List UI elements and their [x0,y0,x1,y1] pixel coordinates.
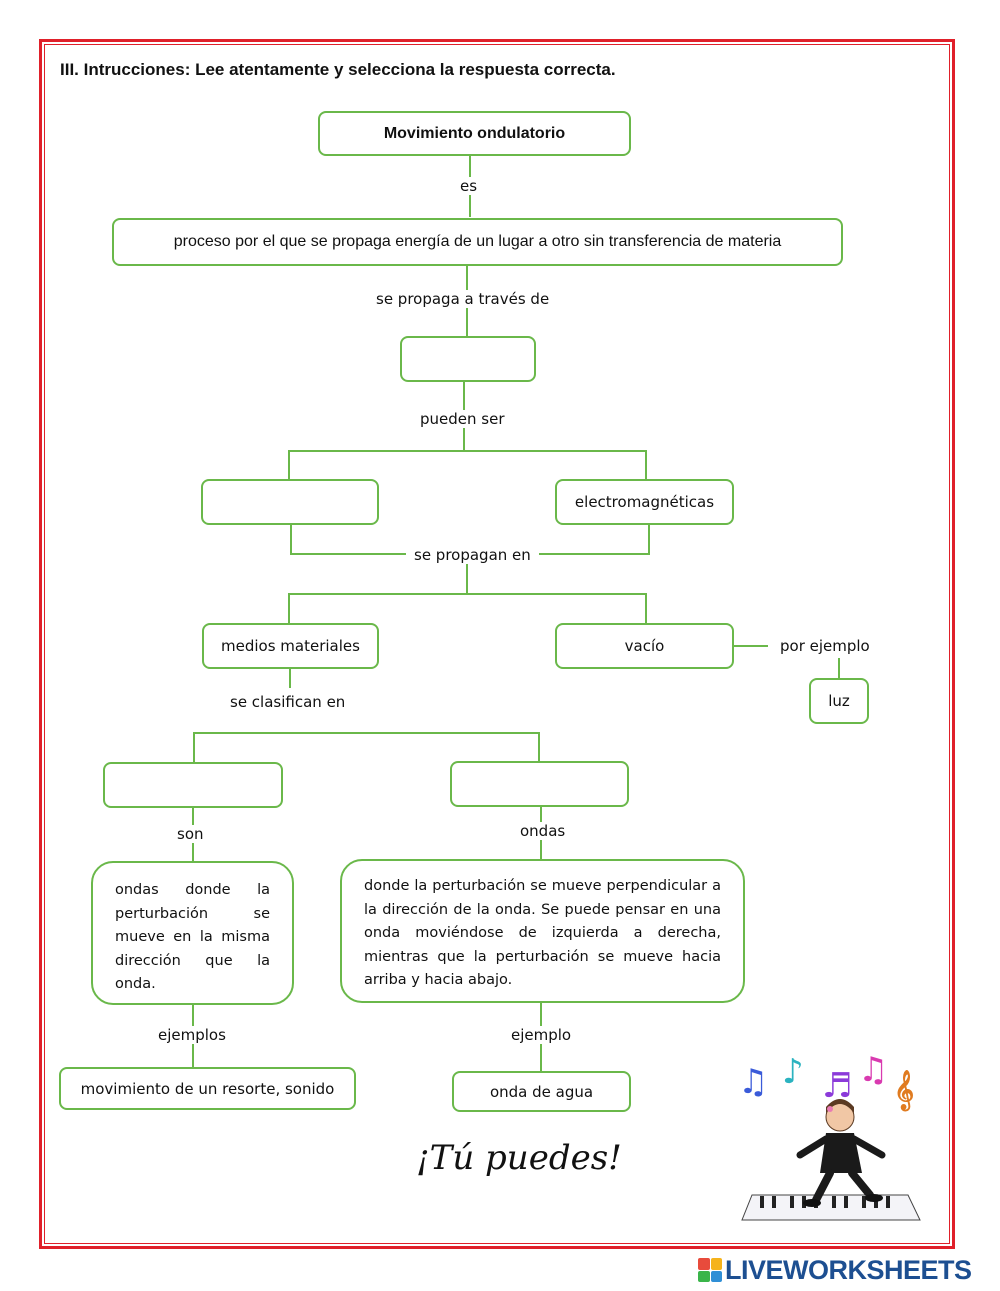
connector-line [193,732,540,734]
link-label-pueden-ser: pueden ser [416,410,509,428]
connector-line [645,450,647,480]
connector-line [733,645,768,647]
brand-logo: LIVEWORKSHEETS [698,1255,972,1285]
answer-input-wave-type[interactable] [201,479,379,525]
piano-keyboard [741,1194,921,1221]
svg-text:♫: ♫ [858,1055,888,1090]
connector-line [288,450,290,480]
link-label-propaga: se propaga a través de [372,290,554,308]
connector-line [193,732,195,763]
link-label-ondas: ondas [516,822,570,840]
page-border-inner [44,44,950,1244]
node-title: Movimiento ondulatorio [318,111,631,156]
instructions: III. Intrucciones: Lee atentamente y sel… [60,60,616,79]
link-label-es: es [456,177,482,195]
node-vacuum: vacío [555,623,734,669]
link-label-son: son [173,825,208,843]
connector-line [466,554,468,594]
link-label-ejemplo: ejemplo [507,1026,576,1044]
link-label-ejemplos: ejemplos [154,1026,230,1044]
node-definition: proceso por el que se propaga energía de… [112,218,843,266]
connector-line [288,593,290,624]
music-notes-icon: ♫ ♪ ♬ ♫ 𝄞 [738,1055,914,1112]
child-figure [796,1099,886,1207]
node-transverse-description: donde la perturbación se mueve perpendic… [340,859,745,1003]
node-material-media: medios materiales [202,623,379,669]
node-example-right: onda de agua [452,1071,631,1112]
node-light: luz [809,678,869,724]
connector-line [838,658,840,679]
link-label-por-ejemplo: por ejemplo [776,637,874,655]
connector-line [538,732,540,762]
svg-text:♪: ♪ [782,1055,804,1092]
connector-line [648,524,650,554]
node-longitudinal-description: ondas donde la perturbación se mueve en … [91,861,294,1005]
svg-text:♫: ♫ [738,1062,768,1102]
page-border [39,39,955,1249]
brand-name: LIVEWORKSHEETS [725,1254,972,1285]
svg-text:𝄞: 𝄞 [894,1070,914,1112]
connector-line [289,668,291,688]
connector-line [288,450,646,452]
connector-line [290,524,292,554]
node-example-left: movimiento de un resorte, sonido [59,1067,356,1110]
encouragement-text: ¡Tú puedes! [416,1138,622,1178]
answer-input-medium[interactable] [400,336,536,382]
answer-input-class-left[interactable] [103,762,283,808]
brand-logo-icon [698,1258,722,1282]
link-label-propagan-en: se propagan en [406,546,539,564]
node-electromagnetic: electromagnéticas [555,479,734,525]
answer-input-class-right[interactable] [450,761,629,807]
piano-child-illustration: ♫ ♪ ♬ ♫ 𝄞 [738,1055,921,1221]
connector-line [645,593,647,624]
connector-line [288,593,646,595]
link-label-clasifican: se clasifican en [226,693,350,711]
